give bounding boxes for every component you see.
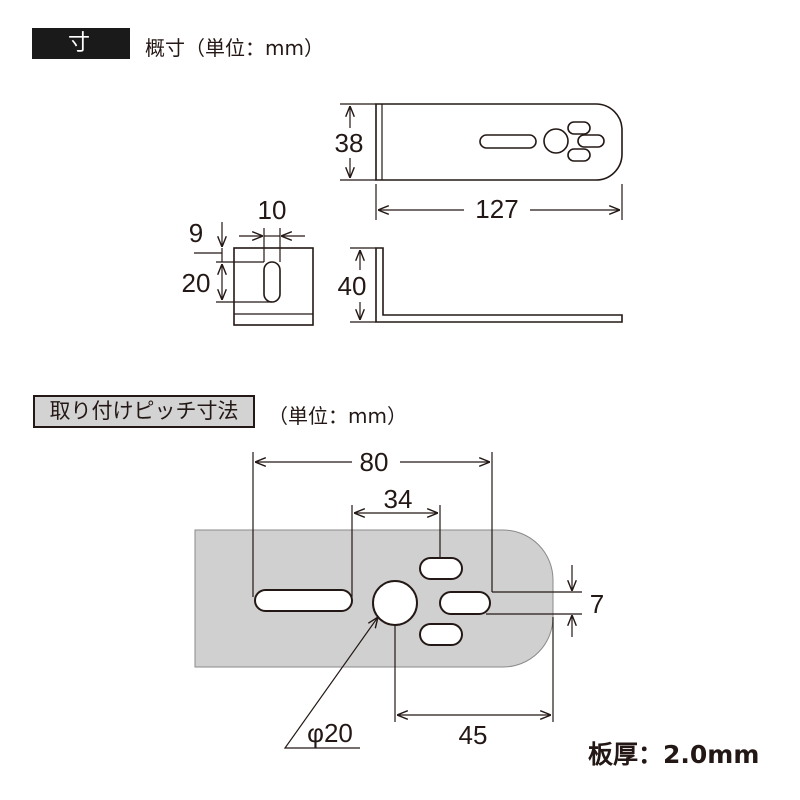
top-view: 38 127 xyxy=(335,103,623,224)
section-title-dimensions: 寸 法 xyxy=(32,28,130,87)
side-view: 40 xyxy=(338,247,623,323)
dim-edge-45: 45 xyxy=(459,720,488,750)
dim-hole-diameter-20: φ20 xyxy=(307,718,353,748)
section-subtitle-units: 概寸（単位：mm） xyxy=(145,36,324,60)
section-title-mounting-pitch: 取り付けピッチ寸法 xyxy=(33,395,255,428)
dim-length-127: 127 xyxy=(475,194,518,224)
end-view: 10 9 20 xyxy=(182,195,314,326)
dim-slot-offset-9: 9 xyxy=(189,218,203,248)
dim-slot-width-10: 10 xyxy=(258,195,287,225)
plate-thickness: 板厚：2.0mm xyxy=(588,740,760,769)
dim-pitch-80: 80 xyxy=(360,447,389,477)
dim-slot-7: 7 xyxy=(590,589,604,619)
section2-subtitle-units: （単位：mm） xyxy=(268,404,407,428)
dim-side-height-40: 40 xyxy=(338,271,367,301)
dim-height-38: 38 xyxy=(335,128,364,158)
dim-pitch-34: 34 xyxy=(384,484,413,514)
dim-slot-length-20: 20 xyxy=(182,268,211,298)
pitch-view: 80 34 7 45 φ20 xyxy=(194,447,604,750)
